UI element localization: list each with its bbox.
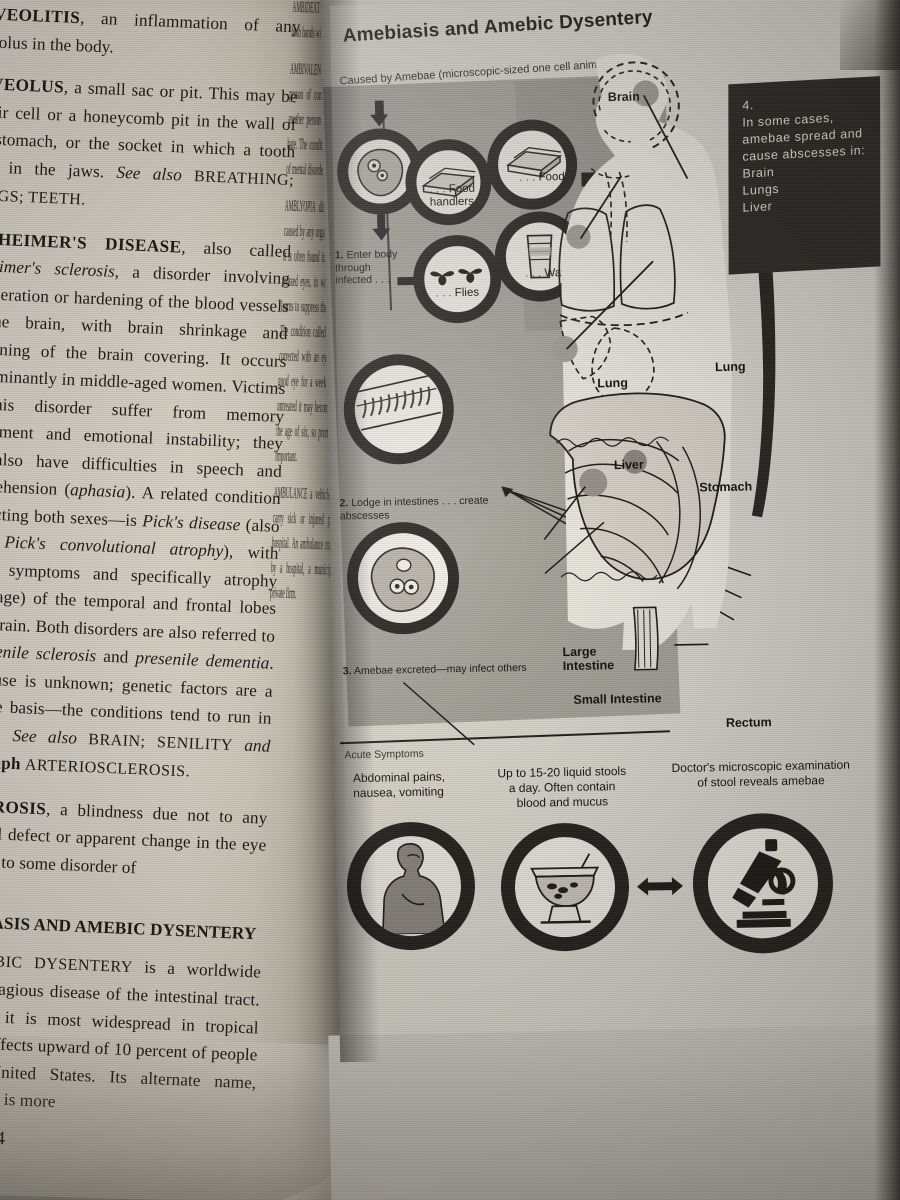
down-arrow-icon-2: [372, 214, 391, 241]
organ-label-small-intestine: Small Intestine: [573, 691, 662, 707]
pointer-line-excreted: [403, 681, 475, 746]
callout-box: 4. In some cases, amebae spread and caus…: [728, 76, 881, 275]
circle-microscope: [691, 811, 835, 955]
callout-body: In some cases, amebae spread and cause a…: [742, 110, 866, 164]
entry-alveolus: ALVEOLUS, a small sac or pit. This may b…: [0, 70, 298, 223]
italic-aphasia: aphasia: [69, 480, 126, 502]
small-intestine-abscess-dot: [622, 449, 647, 474]
page-number: 94: [0, 1127, 6, 1150]
symptom-caption-2: Up to 15-20 liquid stools a day. Often c…: [497, 763, 627, 811]
circle-flies-label: . . . Flies: [435, 286, 480, 300]
article-lead-smallcaps: MEBIC DYSENTERY: [0, 951, 134, 976]
down-arrow-icon: [370, 100, 389, 127]
organ-label-large-intestine: Large Intestine: [562, 644, 619, 673]
microscope-icon: [707, 827, 819, 939]
see-also-refs: BRAIN; SENILITY: [88, 730, 234, 754]
medigraph-label: medigraph: [0, 750, 21, 774]
brain-abscess-dot: [632, 80, 659, 107]
right-book-page: Amebiasis and Amebic Dysentery Caused by…: [319, 0, 900, 1058]
intestine-wall-icon: [354, 364, 444, 454]
entry-alzheimers-disease: ALZHEIMER'S DISEASE, also called Alzheim…: [0, 224, 292, 789]
italic-alzheimers-sclerosis: Alzheimer's sclerosis: [0, 255, 116, 281]
water-glass-icon: [505, 222, 574, 291]
circle-food-handlers: [404, 138, 493, 227]
entry-body-2: , a disorder involving degeneration or h…: [0, 261, 291, 500]
see-also-italic: See also: [116, 162, 183, 185]
circle-food: [486, 118, 578, 211]
right-page-bottom-edge: [328, 1024, 900, 1200]
organ-label-lung-right: Lung: [714, 359, 746, 375]
circle-intestine-abscess: [342, 353, 455, 466]
symptom-caption-3: Doctor's microscopic examination of stoo…: [671, 757, 851, 790]
label-text: Large Intestine: [562, 644, 615, 674]
double-arrow-icon: [637, 877, 683, 896]
italic-presenile-sclerosis: presenile sclerosis: [0, 640, 97, 666]
circle-food-handlers-label: . . . Food handlers: [429, 182, 476, 209]
organ-label-rectum: Rectum: [725, 715, 772, 731]
entry-body-5: ), with similar symptoms and specificall…: [0, 541, 279, 646]
entry-amaurosis: AMAUROSIS, a blindness due not to any st…: [0, 790, 268, 886]
entry-body-6: and: [95, 646, 136, 668]
ameba-cyst-icon: [357, 532, 449, 624]
flies-icon: [424, 245, 491, 312]
circle-water: [494, 210, 586, 303]
organ-label-liver: Liver: [613, 457, 644, 473]
body-diagram: [499, 48, 842, 744]
circle-ameba: [336, 127, 425, 216]
headword-alveolus: ALVEOLUS: [0, 73, 65, 97]
ameba-cyst-icon: [348, 139, 413, 204]
organ-label-lung-left: Lung: [597, 375, 629, 391]
see-also-italic: See also: [12, 725, 78, 748]
lung-abscess-dot: [566, 224, 591, 249]
liver-abscess-dot: [551, 336, 578, 363]
circle-flies: [412, 234, 503, 324]
circle-toilet: [499, 821, 631, 953]
figure-title: Amebiasis and Amebic Dysentery: [342, 6, 654, 47]
italic-presenile-dementia: presenile dementia: [135, 648, 270, 673]
callout-text: 4. In some cases, amebae spread and caus…: [742, 91, 870, 217]
article-title: AMEBIASIS AND AMEBIC DYSENTERY: [0, 910, 257, 944]
circle-ameba-excreted: [345, 521, 461, 636]
sandwich-icon: [497, 130, 566, 199]
entry-body: , also called: [181, 237, 292, 261]
headword-alzheimers: ALZHEIMER'S DISEASE: [0, 227, 182, 257]
medigraph-ref: ARTERIOSCLEROSIS.: [24, 756, 191, 781]
circle-sick-person: [345, 820, 477, 952]
large-intestine-abscess-dot: [579, 468, 608, 497]
toilet-icon: [514, 836, 616, 938]
italic-picks-disease: Pick's disease: [141, 510, 241, 534]
figure-area: Amebiasis and Amebic Dysentery Caused by…: [320, 0, 900, 1057]
right-edge-shadow: [874, 0, 900, 1200]
sandwich-icon: [416, 150, 481, 215]
italic-picks-atrophy: Pick's convolutional atrophy: [4, 532, 224, 561]
organ-label-stomach: Stomach: [699, 479, 753, 495]
headword-amaurosis: AMAUROSIS: [0, 794, 47, 818]
sick-person-icon: [360, 835, 462, 937]
label-text: Flies: [454, 286, 480, 300]
headword-alveolitis: ALVEOLITIS: [0, 3, 81, 28]
page-bottom-curve: [0, 1060, 380, 1200]
organ-label-brain: Brain: [607, 89, 640, 105]
